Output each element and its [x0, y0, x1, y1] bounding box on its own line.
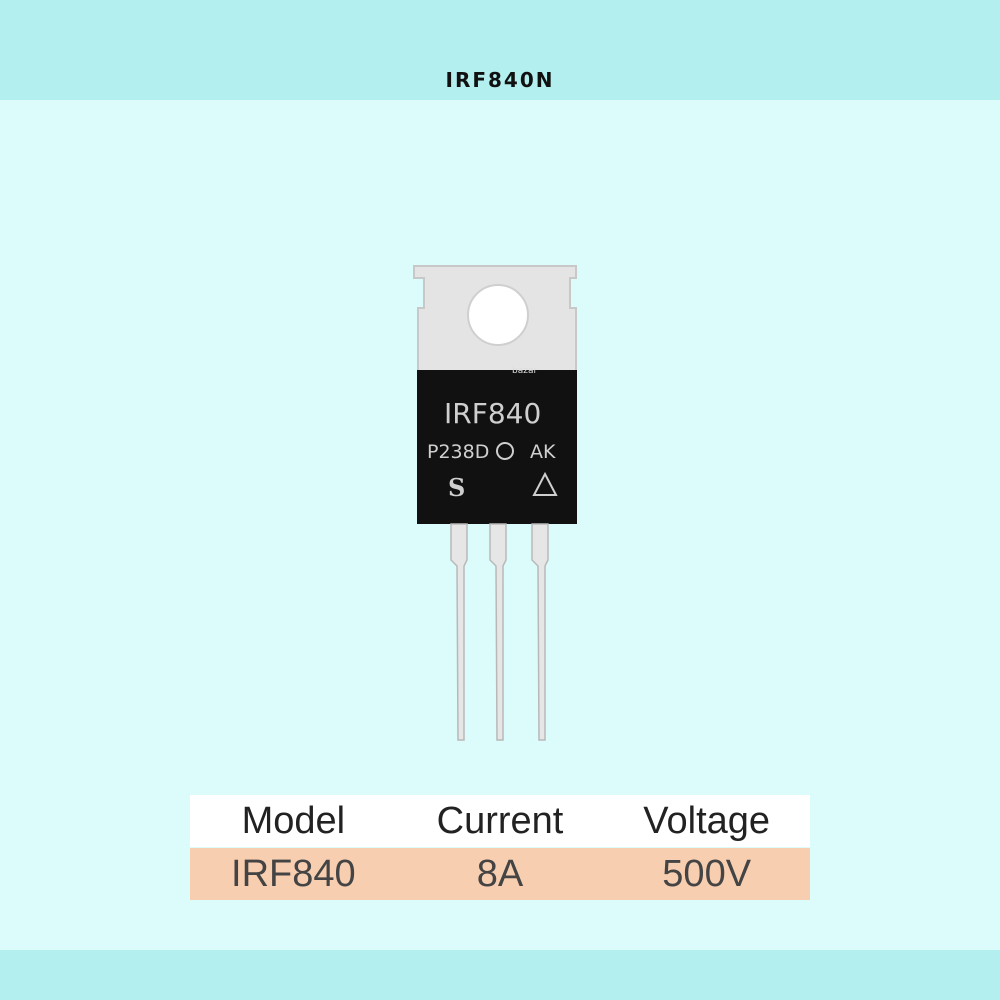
lead-left [450, 523, 468, 741]
manufacturer-logo-icon: S [448, 473, 465, 502]
marking-suffix: AK [530, 441, 556, 463]
date-code-icon [496, 442, 514, 460]
page-title: IRF840N [445, 68, 555, 92]
spec-header-voltage: Voltage [643, 799, 771, 842]
lead-right [531, 523, 549, 741]
marking-line1: IRF840 [444, 397, 541, 430]
transistor-image: bazar IRF840 P238D AK S [400, 260, 600, 750]
mounting-hole [467, 284, 529, 346]
spec-header-row: Model Current Voltage [190, 795, 810, 847]
marking-code: P238D [427, 441, 489, 463]
spec-header-model: Model [241, 799, 346, 842]
spec-value-current: 8A [476, 852, 524, 895]
spec-table: Model Current Voltage IRF840 8A 500V [190, 795, 810, 900]
footer-band [0, 950, 1000, 1000]
spec-value-model: IRF840 [231, 852, 356, 895]
spec-header-current: Current [436, 799, 564, 842]
triangle-icon [532, 471, 558, 496]
spec-value-voltage: 500V [662, 852, 752, 895]
header-band [0, 0, 1000, 100]
spec-value-row: IRF840 8A 500V [190, 848, 810, 900]
watermark-text: bazar [512, 366, 537, 376]
lead-middle [489, 523, 507, 741]
